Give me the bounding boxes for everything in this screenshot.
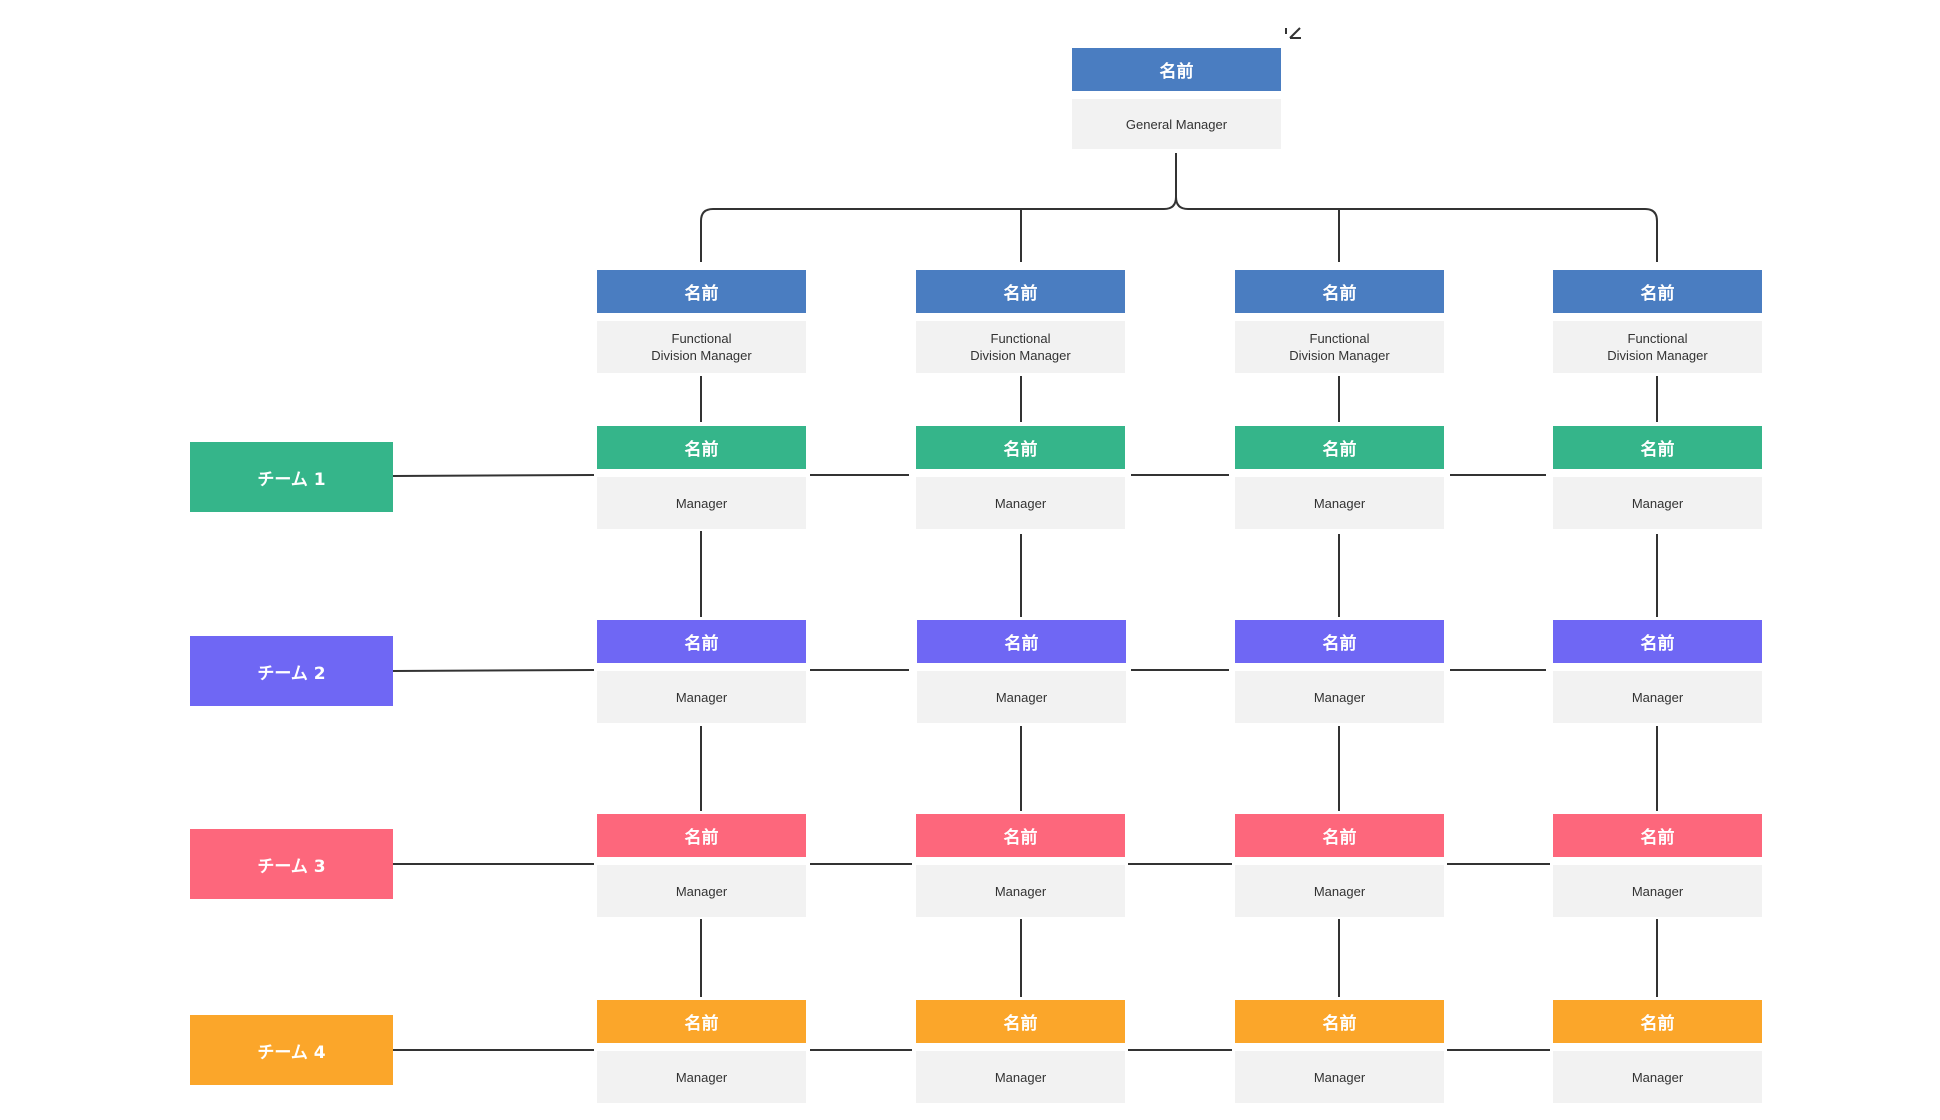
team-label-4[interactable]: チーム 4: [190, 1015, 393, 1085]
edit-pencil-icon[interactable]: [1284, 24, 1304, 44]
manager-name: 名前: [597, 1000, 806, 1043]
division-manager-node[interactable]: 名前 Functional Division Manager: [1235, 270, 1444, 373]
division-role-line1: Functional: [671, 331, 732, 346]
manager-name: 名前: [1553, 426, 1762, 469]
division-name: 名前: [1553, 270, 1762, 313]
manager-name: 名前: [1553, 620, 1762, 663]
manager-role: Manager: [597, 671, 806, 723]
team2-manager-node[interactable]: 名前 Manager: [1553, 620, 1762, 723]
division-role-line2: Division Manager: [1607, 348, 1708, 363]
team4-manager-node[interactable]: 名前 Manager: [1235, 1000, 1444, 1103]
manager-role: Manager: [1553, 477, 1762, 529]
manager-role: Manager: [916, 1051, 1125, 1103]
division-role-line2: Division Manager: [651, 348, 752, 363]
team1-manager-node[interactable]: 名前 Manager: [1235, 426, 1444, 529]
manager-name: 名前: [916, 426, 1125, 469]
manager-role: Manager: [917, 671, 1126, 723]
team3-manager-node[interactable]: 名前 Manager: [1553, 814, 1762, 917]
general-manager-node[interactable]: 名前 General Manager: [1072, 48, 1281, 149]
division-name: 名前: [1235, 270, 1444, 313]
team-label-1[interactable]: チーム 1: [190, 442, 393, 512]
division-role: Functional Division Manager: [916, 321, 1125, 373]
manager-role: Manager: [597, 1051, 806, 1103]
division-name: 名前: [916, 270, 1125, 313]
manager-name: 名前: [916, 814, 1125, 857]
gm-name: 名前: [1072, 48, 1281, 91]
team1-manager-node[interactable]: 名前 Manager: [1553, 426, 1762, 529]
manager-name: 名前: [916, 1000, 1125, 1043]
manager-name: 名前: [1235, 814, 1444, 857]
team1-manager-node[interactable]: 名前 Manager: [597, 426, 806, 529]
manager-role: Manager: [916, 865, 1125, 917]
manager-name: 名前: [597, 814, 806, 857]
manager-role: Manager: [1235, 865, 1444, 917]
manager-role: Manager: [916, 477, 1125, 529]
division-manager-node[interactable]: 名前 Functional Division Manager: [916, 270, 1125, 373]
team2-manager-node[interactable]: 名前 Manager: [917, 620, 1126, 723]
manager-name: 名前: [917, 620, 1126, 663]
team3-manager-node[interactable]: 名前 Manager: [1235, 814, 1444, 917]
division-role-line2: Division Manager: [1289, 348, 1390, 363]
division-name: 名前: [597, 270, 806, 313]
gm-role: General Manager: [1072, 99, 1281, 149]
team2-manager-node[interactable]: 名前 Manager: [1235, 620, 1444, 723]
team-label-2[interactable]: チーム 2: [190, 636, 393, 706]
manager-role: Manager: [597, 477, 806, 529]
manager-name: 名前: [1553, 1000, 1762, 1043]
division-manager-node[interactable]: 名前 Functional Division Manager: [597, 270, 806, 373]
manager-name: 名前: [1235, 426, 1444, 469]
team4-manager-node[interactable]: 名前 Manager: [597, 1000, 806, 1103]
division-role: Functional Division Manager: [1235, 321, 1444, 373]
manager-name: 名前: [1235, 620, 1444, 663]
team4-manager-node[interactable]: 名前 Manager: [1553, 1000, 1762, 1103]
connector-gm-right: [1175, 196, 1658, 262]
manager-role: Manager: [597, 865, 806, 917]
team3-manager-node[interactable]: 名前 Manager: [597, 814, 806, 917]
team1-manager-node[interactable]: 名前 Manager: [916, 426, 1125, 529]
division-role-line1: Functional: [990, 331, 1051, 346]
manager-name: 名前: [597, 620, 806, 663]
division-role-line1: Functional: [1627, 331, 1688, 346]
team4-manager-node[interactable]: 名前 Manager: [916, 1000, 1125, 1103]
manager-role: Manager: [1235, 1051, 1444, 1103]
manager-role: Manager: [1553, 865, 1762, 917]
division-role: Functional Division Manager: [597, 321, 806, 373]
manager-role: Manager: [1553, 671, 1762, 723]
team3-manager-node[interactable]: 名前 Manager: [916, 814, 1125, 917]
manager-role: Manager: [1553, 1051, 1762, 1103]
connector-gm-trunk: [700, 153, 1177, 262]
division-manager-node[interactable]: 名前 Functional Division Manager: [1553, 270, 1762, 373]
division-role: Functional Division Manager: [1553, 321, 1762, 373]
manager-name: 名前: [597, 426, 806, 469]
division-role-line2: Division Manager: [970, 348, 1071, 363]
division-role-line1: Functional: [1309, 331, 1370, 346]
manager-role: Manager: [1235, 477, 1444, 529]
manager-name: 名前: [1235, 1000, 1444, 1043]
team-label-3[interactable]: チーム 3: [190, 829, 393, 899]
manager-name: 名前: [1553, 814, 1762, 857]
manager-role: Manager: [1235, 671, 1444, 723]
team2-manager-node[interactable]: 名前 Manager: [597, 620, 806, 723]
